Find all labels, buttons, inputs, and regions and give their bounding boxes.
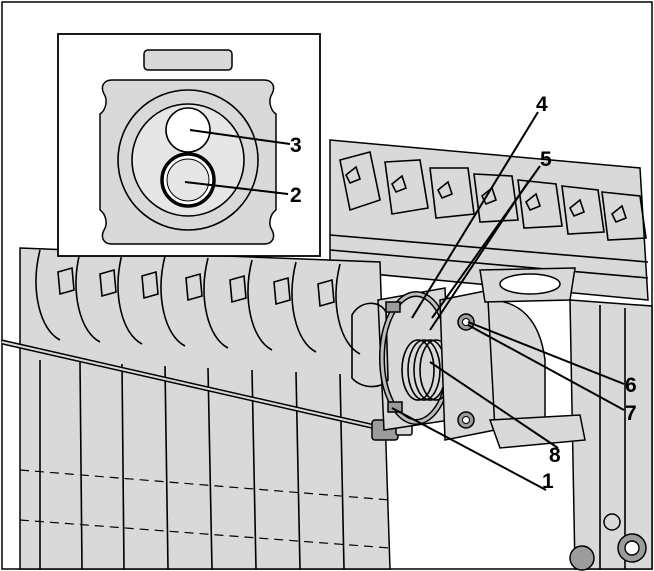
callout-7: 7 (625, 402, 637, 425)
callout-5: 5 (540, 148, 552, 171)
front-section-row (19, 247, 391, 570)
elbow-connector (439, 267, 586, 449)
right-casing (569, 299, 653, 571)
callout-1: 1 (542, 470, 554, 493)
callout-2: 2 (290, 184, 302, 207)
callout-8: 8 (549, 444, 561, 467)
callout-3: 3 (290, 134, 302, 157)
inset-detail (57, 33, 321, 257)
rear-section-row (329, 139, 649, 301)
leader-lines (184, 111, 625, 491)
callout-4: 4 (536, 93, 548, 116)
callout-6: 6 (625, 374, 637, 397)
stud-bolts (385, 301, 403, 413)
